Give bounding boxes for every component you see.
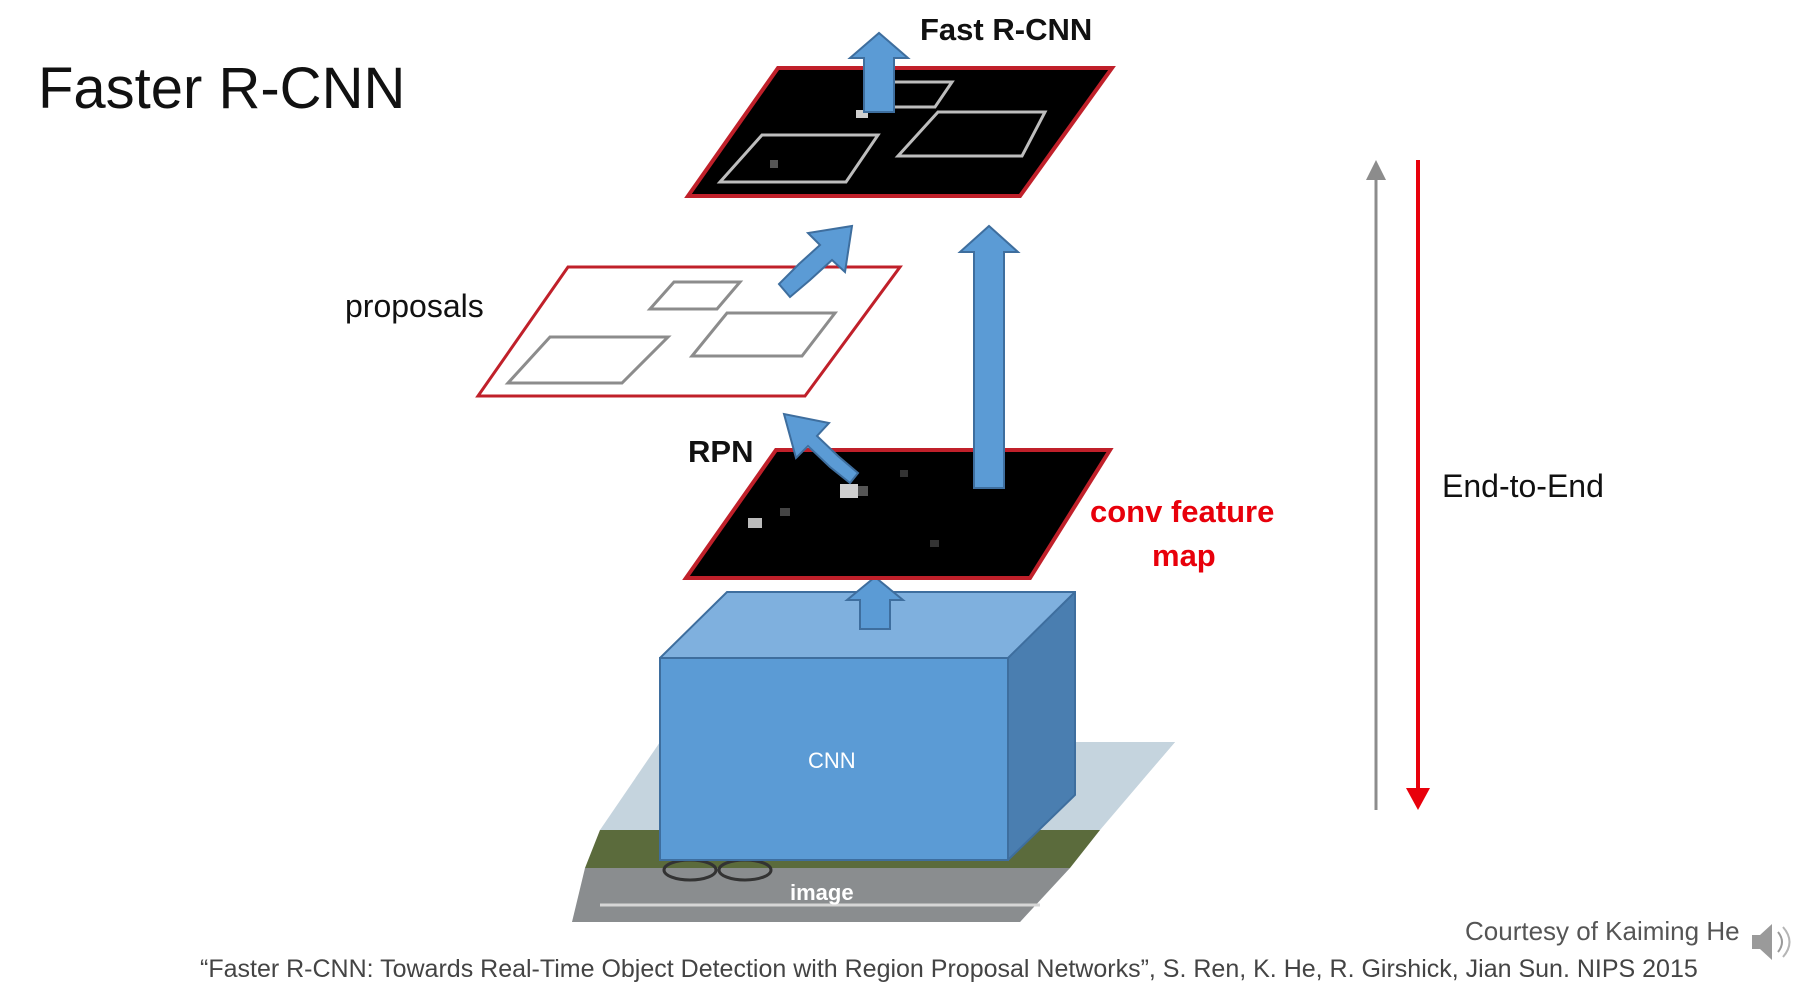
proposals-label: proposals (345, 288, 484, 324)
red-arrow-down-icon (1406, 788, 1430, 810)
courtesy-text: Courtesy of Kaiming He (1465, 916, 1740, 946)
citation-text: “Faster R-CNN: Towards Real-Time Object … (200, 955, 1698, 983)
image-label: image (790, 880, 854, 905)
proposals-layer (475, 265, 903, 398)
gray-arrow-up-icon (1366, 160, 1386, 180)
conv-feature-map (682, 448, 1114, 580)
conv-feature-map-label-line2: map (1152, 538, 1216, 573)
fast-rcnn-layer (684, 66, 1116, 198)
slide-title: Faster R-CNN (38, 56, 405, 121)
fast-rcnn-label: Fast R-CNN (920, 12, 1092, 47)
conv-feature-map-label-line1: conv feature (1090, 494, 1274, 529)
end-to-end-arrows (1366, 160, 1430, 810)
end-to-end-label: End-to-End (1442, 468, 1604, 504)
cnn-label: CNN (808, 748, 856, 773)
speaker-icon[interactable] (1752, 924, 1791, 960)
arrow-rpn-to-proposals (782, 412, 860, 485)
cnn-box: CNN (659, 591, 1076, 861)
arrow-up-feature-map-to-fast-rcnn (957, 224, 1021, 489)
arrow-up-cnn-to-feature-map (844, 575, 906, 630)
arrow-proposals-to-fast-rcnn (777, 224, 854, 299)
rpn-label: RPN (688, 434, 753, 469)
arrow-up-output (847, 31, 911, 113)
